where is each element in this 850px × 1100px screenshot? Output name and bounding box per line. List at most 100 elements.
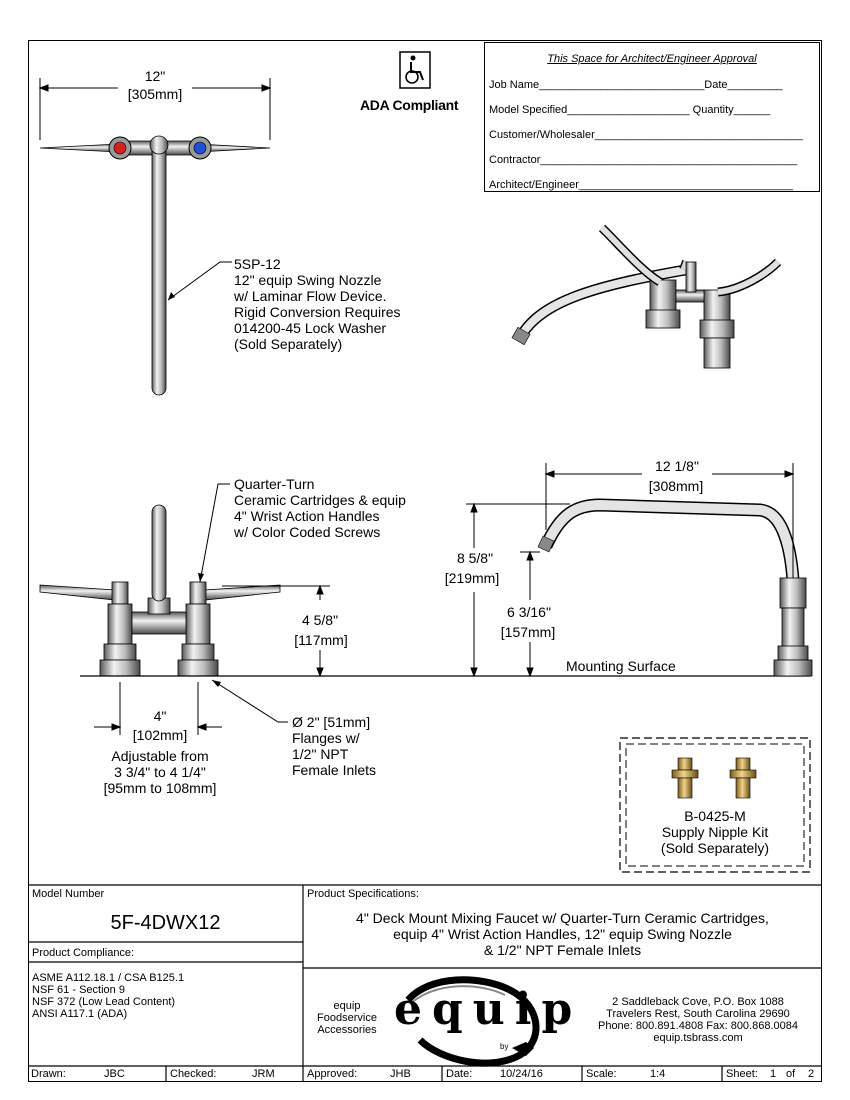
spec-line: 4" Deck Mount Mixing Faucet w/ Quarter-T… xyxy=(356,910,769,926)
nipple-kit-line: Supply Nipple Kit xyxy=(661,824,769,840)
cartridge-callout-line: w/ Color Coded Screws xyxy=(234,524,381,540)
front-height-in: 4 5/8" xyxy=(301,612,339,628)
front-height-mm: [117mm] xyxy=(294,632,348,648)
nipple-kit-line: (Sold Separately) xyxy=(660,840,770,856)
spec-label: Product Specifications: xyxy=(307,888,419,900)
approval-job-name: Job Name___________________________Date_… xyxy=(489,79,783,91)
top-width-dimension xyxy=(38,78,272,140)
drawn-label: Drawn: xyxy=(31,1068,66,1080)
spec-line: equip 4" Wrist Action Handles, 12" equip… xyxy=(393,926,732,942)
address-line: 2 Saddleback Cove, P.O. Box 1088 xyxy=(612,996,784,1008)
nozzle-callout-line: Rigid Conversion Requires xyxy=(234,304,401,320)
nozzle-callout-line: 5SP-12 xyxy=(234,256,281,272)
compliance-item: NSF 61 - Section 9 xyxy=(32,984,125,996)
adjustable-line: [95mm to 108mm] xyxy=(103,780,217,796)
date-label: Date: xyxy=(446,1068,473,1080)
nipple-kit-label: B-0425-M Supply Nipple Kit (Sold Separat… xyxy=(630,808,800,856)
checked-label: Checked: xyxy=(170,1068,217,1080)
top-view-faucet xyxy=(39,135,271,396)
cartridge-callout-line: Ceramic Cartridges & equip xyxy=(234,492,406,508)
spacing-dimension xyxy=(94,682,222,735)
brand-small-line: equip xyxy=(333,1000,361,1012)
cartridge-callout-line: Quarter-Turn xyxy=(234,476,315,492)
title-block-grid xyxy=(28,884,822,1082)
reach-mm-value: 308mm xyxy=(652,478,700,494)
approval-model-specified: Model Specified____________________ Quan… xyxy=(489,104,771,116)
spacing-mm: [102mm] xyxy=(132,727,188,743)
flange-callout-line: Ø 2" [51mm] xyxy=(292,714,371,730)
spacing-mm-value: 102mm xyxy=(136,727,184,743)
outlet-height-in: 6 3/16" xyxy=(507,604,551,620)
nipple-kit-line: B-0425-M xyxy=(684,808,746,824)
address-line: Phone: 800.891.4808 Fax: 800.868.0084 xyxy=(597,1020,798,1032)
mounting-surface-label: Mounting Surface xyxy=(566,658,676,674)
total-height-in: 8 5/8" xyxy=(456,550,494,566)
front-height-mm-value: 117mm xyxy=(298,632,344,648)
outlet-height-mm-value: 157mm xyxy=(504,624,552,640)
front-view-faucet xyxy=(39,504,281,677)
checked-value: JRM xyxy=(252,1068,275,1080)
flange-callout-line: 1/2" NPT xyxy=(292,746,349,762)
flange-callout: Ø 2" [51mm] Flanges w/ 1/2" NPT Female I… xyxy=(292,714,432,778)
reach-in: 12 1/8" xyxy=(655,458,699,474)
approval-box: This Space for Architect/Engineer Approv… xyxy=(484,42,820,192)
reach-mm: [308mm] xyxy=(648,478,704,494)
brand-small-line: Foodservice xyxy=(317,1012,377,1024)
ada-wheelchair-icon xyxy=(399,51,431,89)
nozzle-callout-line: w/ Laminar Flow Device. xyxy=(234,288,387,304)
brand-small-line: Accessories xyxy=(317,1024,377,1036)
drawing-sheet-border xyxy=(28,40,822,1082)
adjustable-line: 3 3/4" to 4 1/4" xyxy=(114,764,206,780)
isometric-faucet xyxy=(511,224,782,369)
sheet-of-label: of xyxy=(786,1068,796,1080)
compliance-label: Product Compliance: xyxy=(32,947,135,959)
flange-callout-line: Flanges w/ xyxy=(292,730,360,746)
nozzle-callout-line: 12" equip Swing Nozzle xyxy=(234,272,382,288)
spec-text: 4" Deck Mount Mixing Faucet w/ Quarter-T… xyxy=(303,910,822,958)
address-block: 2 Saddleback Cove, P.O. Box 1088 Travele… xyxy=(576,996,820,1044)
adjustable-note: Adjustable from 3 3/4" to 4 1/4" [95mm t… xyxy=(80,748,240,796)
adjustable-line: Adjustable from xyxy=(111,748,209,764)
date-value: 10/24/16 xyxy=(500,1068,543,1080)
address-line: Travelers Rest, South Carolina 29690 xyxy=(606,1008,790,1020)
brand-by: by xyxy=(500,1042,509,1051)
side-dimensions xyxy=(466,463,795,678)
scale-value: 1:4 xyxy=(650,1068,666,1080)
total-height-mm-value: 219mm xyxy=(448,570,496,586)
nozzle-callout: 5SP-12 12" equip Swing Nozzle w/ Laminar… xyxy=(234,256,434,352)
address-line: equip.tsbrass.com xyxy=(653,1032,743,1044)
spacing-in: 4" xyxy=(153,708,167,724)
model-number-label: Model Number xyxy=(32,888,105,900)
model-number: 5F-4DWX12 xyxy=(110,912,221,934)
sheet-label: Sheet: xyxy=(726,1068,758,1080)
equip-logo: equip xyxy=(394,984,583,1035)
compliance-item: ASME A112.18.1 / CSA B125.1 xyxy=(32,972,185,984)
approval-title: This Space for Architect/Engineer Approv… xyxy=(547,53,757,65)
sheet-value: 1 xyxy=(770,1068,777,1080)
ada-compliant-label: ADA Compliant xyxy=(360,97,459,113)
compliance-item: ANSI A117.1 (ADA) xyxy=(32,1008,128,1020)
sheet-total: 2 xyxy=(808,1068,815,1080)
top-width-in: 12" xyxy=(144,68,166,84)
flange-callout-line: Female Inlets xyxy=(292,762,377,778)
front-height-dimension xyxy=(222,584,330,678)
compliance-list: ASME A112.18.1 / CSA B125.1 NSF 61 - Sec… xyxy=(32,972,184,1020)
approved-value: JHB xyxy=(390,1068,411,1080)
nozzle-callout-line: (Sold Separately) xyxy=(234,336,343,352)
cartridge-callout: Quarter-Turn Ceramic Cartridges & equip … xyxy=(234,476,444,540)
brand-small-text: equip Foodservice Accessories xyxy=(306,1000,388,1036)
drawn-value: JBC xyxy=(104,1068,125,1080)
approval-contractor: Contractor______________________________… xyxy=(489,154,798,166)
cartridge-callout-line: 4" Wrist Action Handles xyxy=(234,508,380,524)
compliance-item: NSF 372 (Low Lead Content) xyxy=(32,996,176,1008)
outlet-height-mm: [157mm] xyxy=(500,624,556,640)
total-height-mm: [219mm] xyxy=(444,570,500,586)
nozzle-callout-line: 014200-45 Lock Washer xyxy=(234,320,387,336)
approval-architect: Architect/Engineer______________________… xyxy=(489,179,793,191)
approved-label: Approved: xyxy=(307,1068,358,1080)
approval-customer: Customer/Wholesaler_____________________… xyxy=(489,129,803,141)
side-view-faucet xyxy=(537,498,813,677)
spec-line: & 1/2" NPT Female Inlets xyxy=(483,942,642,958)
scale-label: Scale: xyxy=(586,1068,617,1080)
